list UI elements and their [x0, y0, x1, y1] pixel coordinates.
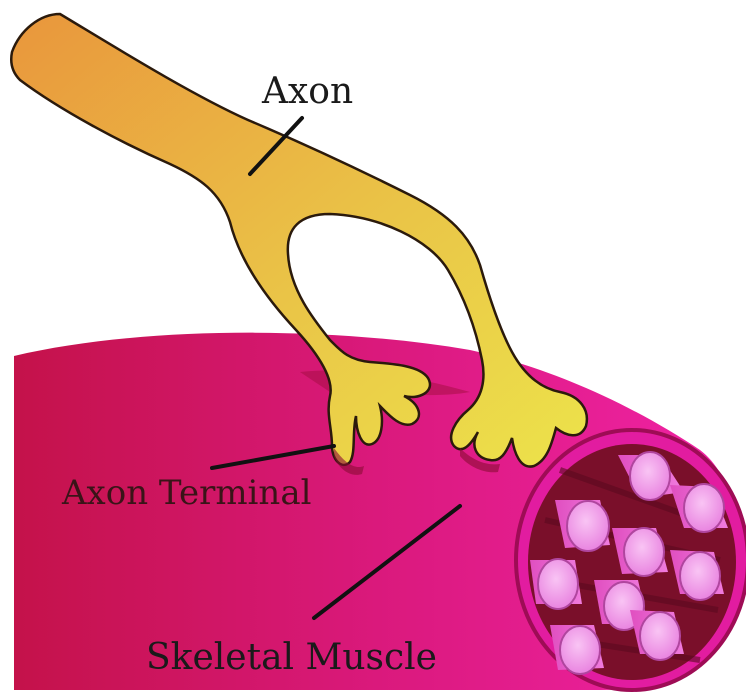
muscle-fiber — [530, 559, 582, 609]
axon-label: Axon — [262, 74, 353, 110]
axon-terminal-label: Axon Terminal — [62, 476, 311, 510]
skeletal-muscle-label: Skeletal Muscle — [146, 640, 437, 676]
